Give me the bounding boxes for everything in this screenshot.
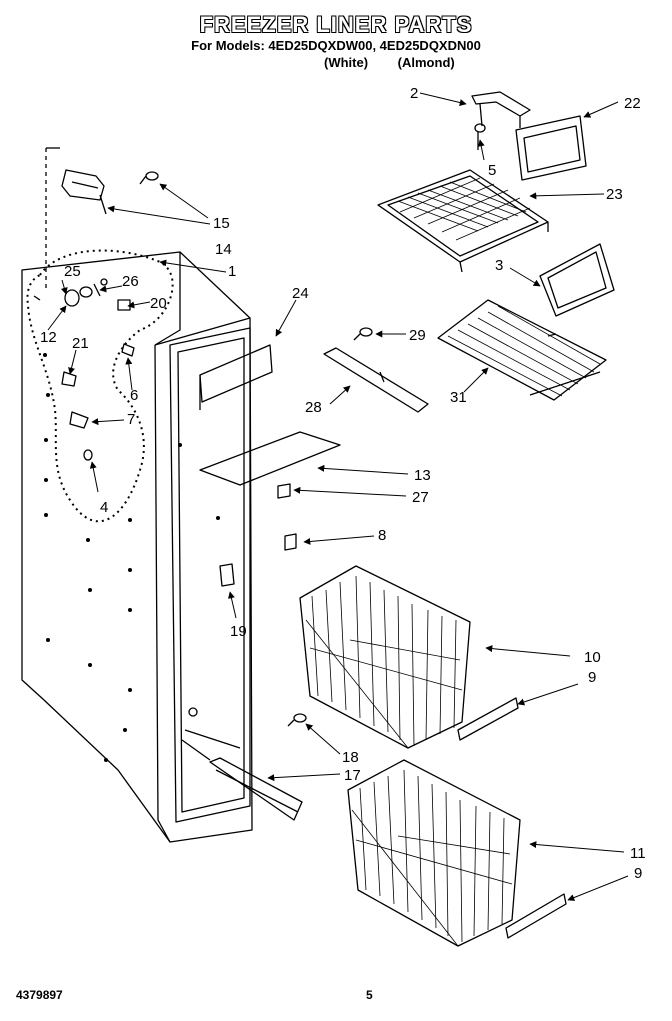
document-number: 4379897 bbox=[16, 988, 63, 1002]
callout-24: 24 bbox=[292, 285, 309, 302]
part-13-cover bbox=[199, 431, 341, 486]
callout-22: 22 bbox=[624, 95, 641, 112]
part-28-bracket bbox=[323, 347, 429, 413]
callout-10: 10 bbox=[584, 649, 601, 666]
part-24-duct bbox=[199, 344, 273, 410]
part-31-wire-shelf bbox=[437, 299, 607, 401]
callout-27: 27 bbox=[412, 489, 429, 506]
wiring-harness bbox=[26, 249, 174, 523]
part-3-frame bbox=[539, 243, 615, 317]
callout-14: 14 bbox=[215, 241, 232, 258]
diagram-title: FREEZER LINER PARTS bbox=[199, 12, 473, 37]
callout-5: 5 bbox=[488, 162, 496, 179]
part-19-clip bbox=[219, 563, 235, 587]
callout-3: 3 bbox=[495, 257, 503, 274]
liner-dots bbox=[43, 353, 220, 762]
callout-15: 15 bbox=[213, 215, 230, 232]
callout-18: 18 bbox=[342, 749, 359, 766]
part-22-frame bbox=[515, 115, 587, 181]
callout-29: 29 bbox=[409, 327, 426, 344]
callout-31: 31 bbox=[450, 389, 467, 406]
part-17-bar bbox=[209, 757, 303, 821]
part-27-clip bbox=[277, 483, 291, 499]
callout-11: 11 bbox=[630, 845, 646, 862]
part-23-shelf bbox=[377, 169, 549, 273]
callout-8: 8 bbox=[378, 527, 386, 544]
part-29-screw bbox=[353, 327, 373, 341]
liner-small-parts bbox=[33, 278, 135, 461]
color-variants: (White) (Almond) bbox=[324, 55, 481, 70]
freezer-liner bbox=[21, 251, 253, 843]
callout-9-upper: 9 bbox=[588, 669, 596, 686]
leader-lines bbox=[47, 92, 629, 901]
callout-labels: 2 22 5 23 3 29 28 31 1 14 15 24 13 27 8 … bbox=[40, 85, 646, 882]
page-number: 5 bbox=[366, 988, 373, 1002]
callout-21: 21 bbox=[72, 335, 89, 352]
part-8-clip bbox=[284, 533, 297, 551]
callout-9-lower: 9 bbox=[634, 865, 642, 882]
part-14-bracket bbox=[61, 169, 107, 215]
part-11-basket bbox=[347, 759, 521, 947]
color-white-label: (White) bbox=[324, 55, 369, 70]
color-almond-label: (Almond) bbox=[397, 55, 455, 70]
callout-7: 7 bbox=[127, 411, 135, 428]
callout-25: 25 bbox=[64, 263, 81, 280]
part-18-screw bbox=[287, 713, 307, 727]
part-9-handle-upper bbox=[457, 697, 519, 741]
callout-19: 19 bbox=[230, 623, 247, 640]
callout-20: 20 bbox=[150, 295, 167, 312]
callout-17: 17 bbox=[344, 767, 361, 784]
callout-6: 6 bbox=[130, 387, 138, 404]
part-9-handle-lower bbox=[505, 893, 567, 939]
callout-13: 13 bbox=[414, 467, 431, 484]
callout-4: 4 bbox=[100, 499, 108, 516]
part-10-basket bbox=[299, 565, 471, 749]
callout-23: 23 bbox=[606, 186, 623, 203]
callout-28: 28 bbox=[305, 399, 322, 416]
callout-26: 26 bbox=[122, 273, 139, 290]
models-line: For Models: 4ED25DQXDW00, 4ED25DQXDN00 bbox=[191, 38, 481, 53]
callout-1: 1 bbox=[228, 263, 236, 280]
callout-12: 12 bbox=[40, 329, 57, 346]
callout-2: 2 bbox=[410, 85, 418, 102]
part-15-screw bbox=[139, 171, 159, 185]
